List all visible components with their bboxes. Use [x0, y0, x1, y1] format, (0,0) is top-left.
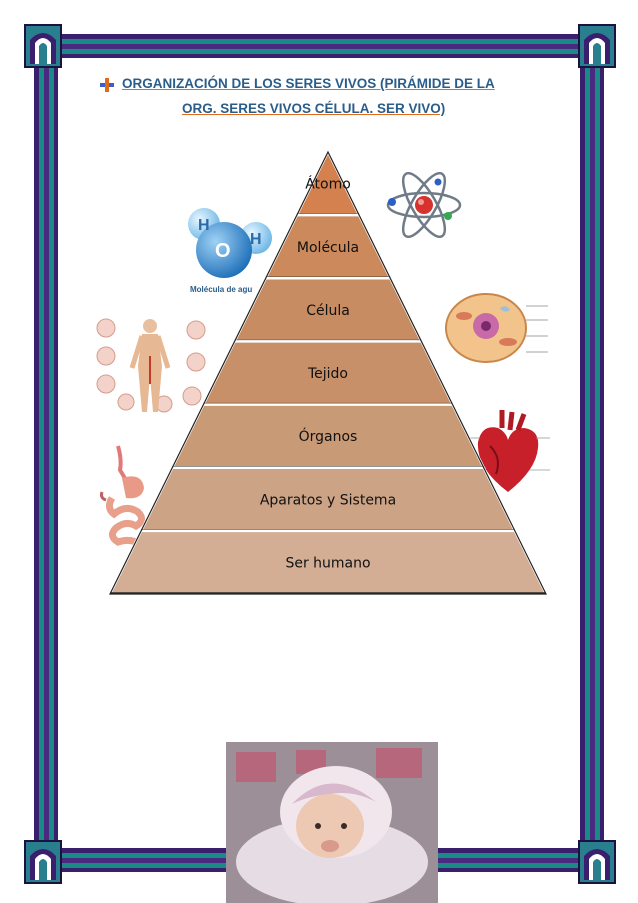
bullet-icon: [100, 78, 114, 92]
border-left: [34, 44, 58, 856]
pyramid-level-label-6: Aparatos y Sistema: [260, 492, 396, 508]
pyramid-level-label-3: Célula: [306, 303, 350, 319]
corner-ornament-bottom-left: [24, 840, 62, 884]
corner-ornament-top-right: [578, 24, 616, 68]
pyramid-outline: [109, 150, 547, 595]
cell-icon: [445, 293, 548, 363]
atom-label-h1: H: [198, 217, 210, 234]
digestive-system-icon: [100, 445, 145, 548]
human-body-icon: [96, 318, 206, 413]
atom-icon: [386, 172, 462, 238]
border-right: [580, 44, 604, 856]
pyramid-level-label-7: Ser humano: [285, 555, 370, 571]
page-heading: ORGANIZACIÓN DE LOS SERES VIVOS (PIRÁMID…: [100, 76, 560, 116]
pyramid-level-label-1: Átomo: [305, 176, 351, 193]
atom-label-o: O: [215, 240, 231, 262]
pyramid-level-label-5: Órganos: [299, 427, 358, 445]
title-line-2: ORG. SERES VIVOS CÉLULA. SER VIVO): [182, 101, 446, 116]
baby-photo: [226, 742, 438, 903]
corner-ornament-bottom-right: [578, 840, 616, 884]
atom-label-h2: H: [250, 231, 262, 248]
water-molecule-icon: H O H Molécula de agu: [188, 208, 272, 294]
water-molecule-caption: Molécula de agu: [190, 285, 252, 294]
pyramid-level-label-2: Molécula: [297, 240, 359, 256]
pyramid-level-label-4: Tejido: [307, 366, 348, 382]
border-top: [44, 34, 594, 58]
title-line-1: ORGANIZACIÓN DE LOS SERES VIVOS (PIRÁMID…: [122, 76, 495, 91]
corner-ornament-top-left: [24, 24, 62, 68]
